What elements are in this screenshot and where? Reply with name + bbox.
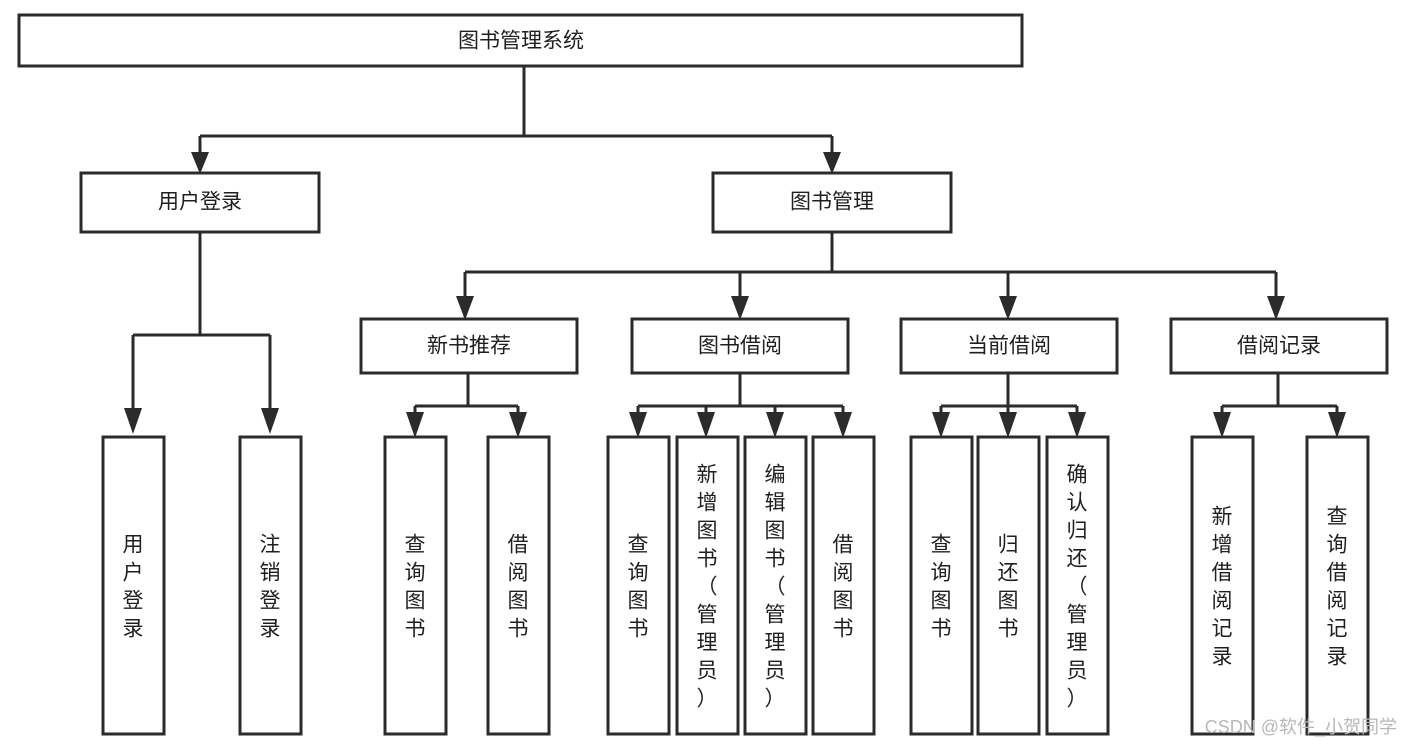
node-leaf-borrow-book-1-label: 借阅图书: [508, 533, 529, 640]
connector-group-book-manage: [456, 232, 1285, 320]
node-leaf-add-record-box[interactable]: [1190, 435, 1255, 736]
connector-group-current-borrow: [932, 373, 1086, 438]
node-current-borrow-label: 当前借阅: [967, 335, 1051, 358]
node-leaf-query-book-1[interactable]: 查询图书: [383, 435, 448, 736]
node-current-borrow[interactable]: 当前借阅: [899, 317, 1119, 375]
node-borrow-record[interactable]: 借阅记录: [1169, 317, 1389, 375]
arrow-head-leaf-borrow-book-1: [509, 412, 527, 438]
arrow-head-user-login: [191, 152, 209, 174]
node-leaf-edit-book-label: 编辑图书（管理员）: [765, 463, 786, 710]
connector-group-new-book-recommend: [406, 373, 527, 438]
node-leaf-query-record-box[interactable]: [1305, 435, 1370, 736]
arrow-head-book-borrow: [731, 296, 749, 320]
node-leaf-confirm-return[interactable]: 确认归还（管理员）: [1045, 435, 1110, 736]
node-borrow-record-box[interactable]: [1169, 317, 1389, 375]
node-leaf-return-book-label: 归还图书: [998, 533, 1019, 640]
node-leaf-add-book-box[interactable]: [675, 435, 740, 736]
node-new-book-recommend-box[interactable]: [359, 317, 579, 375]
node-leaf-edit-book[interactable]: 编辑图书（管理员）: [743, 435, 808, 736]
arrow-head-leaf-add-book: [697, 412, 715, 438]
node-new-book-recommend[interactable]: 新书推荐: [359, 317, 579, 375]
arrow-head-current-borrow: [999, 296, 1017, 320]
node-leaf-user-logout[interactable]: 注销登录: [238, 435, 303, 736]
node-leaf-query-book-2-box[interactable]: [606, 435, 671, 736]
node-root-label: 图书管理系统: [458, 30, 584, 53]
node-leaf-add-book[interactable]: 新增图书（管理员）: [675, 435, 740, 736]
node-leaf-query-book-3-label: 查询图书: [931, 533, 952, 640]
connector-group-root: [191, 66, 841, 174]
node-leaf-query-record-label: 查询借阅记录: [1327, 505, 1348, 668]
node-user-login-box[interactable]: [79, 171, 321, 234]
arrow-head-leaf-confirm-return: [1068, 412, 1086, 438]
node-leaf-borrow-book-2-label: 借阅图书: [833, 533, 854, 640]
node-leaf-query-book-1-box[interactable]: [383, 435, 448, 736]
arrow-head-borrow-record: [1267, 296, 1285, 320]
node-book-borrow-box[interactable]: [630, 317, 850, 375]
arrow-head-leaf-query-book-2: [629, 412, 647, 438]
node-leaf-query-book-1-label: 查询图书: [405, 533, 426, 640]
watermark-label: CSDN @软件_小贺同学: [1205, 717, 1397, 738]
node-book-manage[interactable]: 图书管理: [711, 171, 953, 234]
node-leaf-return-book-box[interactable]: [976, 435, 1041, 736]
node-leaf-borrow-book-1-box[interactable]: [486, 435, 551, 736]
node-leaf-user-logout-box[interactable]: [238, 435, 303, 736]
node-book-manage-label: 图书管理: [790, 191, 874, 214]
node-book-borrow[interactable]: 图书借阅: [630, 317, 850, 375]
arrow-head-leaf-query-record: [1328, 412, 1346, 438]
connector-group-user-login: [124, 232, 279, 434]
node-leaf-add-book-label: 新增图书（管理员）: [697, 463, 718, 710]
arrow-head-leaf-user-logout: [261, 408, 279, 434]
node-user-login[interactable]: 用户登录: [79, 171, 321, 234]
node-book-borrow-label: 图书借阅: [698, 335, 782, 358]
node-leaf-query-book-2[interactable]: 查询图书: [606, 435, 671, 736]
node-leaf-return-book[interactable]: 归还图书: [976, 435, 1041, 736]
node-leaf-edit-book-box[interactable]: [743, 435, 808, 736]
node-book-manage-box[interactable]: [711, 171, 953, 234]
node-leaf-user-login-label: 用户登录: [123, 533, 144, 640]
node-leaf-query-book-3[interactable]: 查询图书: [909, 435, 974, 736]
node-leaf-borrow-book-1[interactable]: 借阅图书: [486, 435, 551, 736]
arrow-head-leaf-return-book: [999, 412, 1017, 438]
arrow-head-leaf-add-record: [1213, 412, 1231, 438]
node-leaf-borrow-book-2[interactable]: 借阅图书: [811, 435, 876, 736]
arrow-head-leaf-user-login: [124, 408, 142, 434]
arrow-head-leaf-query-book-1: [406, 412, 424, 438]
node-leaf-query-book-2-label: 查询图书: [628, 533, 649, 640]
node-leaf-confirm-return-box[interactable]: [1045, 435, 1110, 736]
arrow-head-leaf-query-book-3: [932, 412, 950, 438]
arrow-head-new-book-recommend: [456, 296, 474, 320]
arrow-head-book-manage: [823, 152, 841, 174]
node-leaf-query-record[interactable]: 查询借阅记录: [1305, 435, 1370, 736]
node-leaf-user-logout-label: 注销登录: [260, 533, 281, 640]
node-current-borrow-box[interactable]: [899, 317, 1119, 375]
node-leaf-confirm-return-label: 确认归还（管理员）: [1067, 463, 1088, 710]
node-root-box[interactable]: [17, 13, 1024, 68]
node-borrow-record-label: 借阅记录: [1237, 335, 1321, 358]
arrow-head-leaf-edit-book: [766, 412, 784, 438]
node-root[interactable]: 图书管理系统: [17, 13, 1024, 68]
node-user-login-label: 用户登录: [158, 191, 242, 214]
node-leaf-user-login[interactable]: 用户登录: [101, 435, 166, 736]
node-leaf-add-record-label: 新增借阅记录: [1212, 505, 1233, 668]
connector-group-borrow-record: [1213, 373, 1346, 438]
node-leaf-query-book-3-box[interactable]: [909, 435, 974, 736]
node-leaf-user-login-box[interactable]: [101, 435, 166, 736]
node-leaf-borrow-book-2-box[interactable]: [811, 435, 876, 736]
node-new-book-recommend-label: 新书推荐: [427, 335, 511, 358]
node-leaf-add-record[interactable]: 新增借阅记录: [1190, 435, 1255, 736]
arrow-head-leaf-borrow-book-2: [834, 412, 852, 438]
connector-group-book-borrow: [629, 373, 852, 438]
